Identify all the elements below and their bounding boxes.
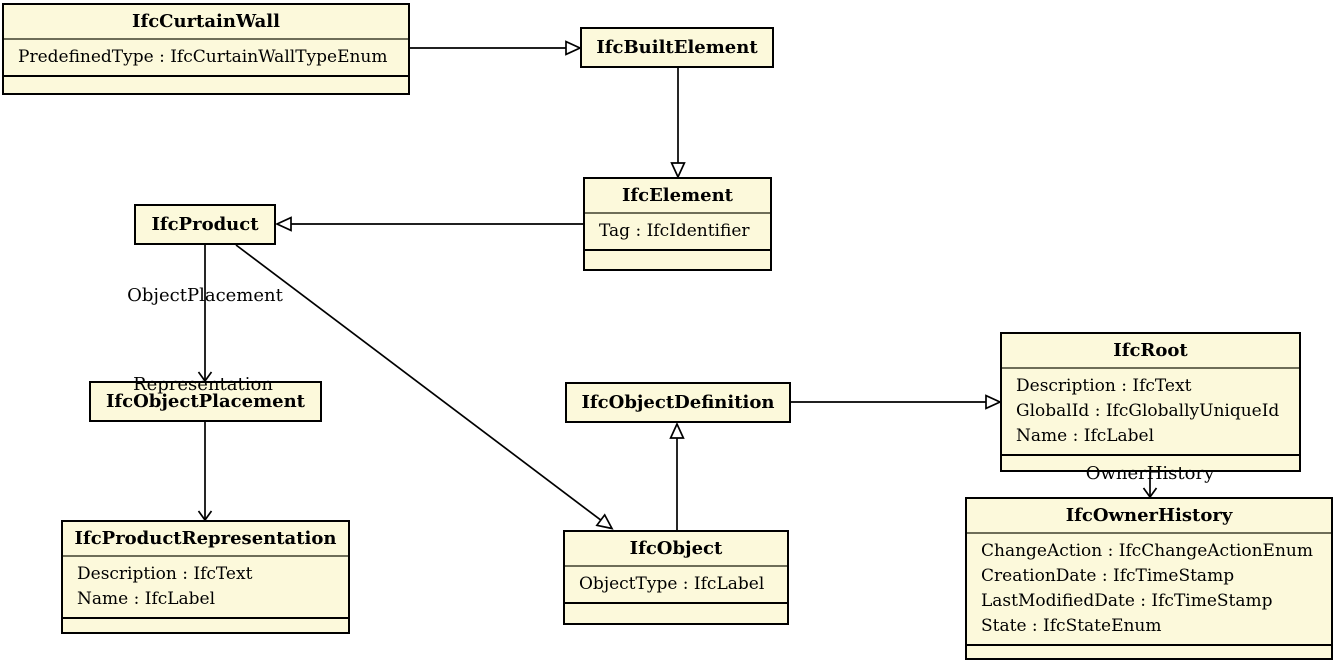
class-attributes: Tag : IfcIdentifier (585, 212, 770, 249)
class-title: IfcObject (629, 538, 723, 559)
class-title: IfcProduct (151, 214, 259, 235)
edge-generalization-objectdefinition-root (791, 394, 1003, 410)
edge-generalization-builtelement-element (670, 68, 686, 180)
class-box-ifc-curtain-wall: IfcCurtainWall PredefinedType : IfcCurta… (2, 3, 410, 95)
class-attributes: ChangeAction : IfcChangeActionEnum Creat… (967, 532, 1331, 644)
class-attribute: GlobalId : IfcGloballyUniqueId (1016, 401, 1280, 421)
class-attribute: PredefinedType : IfcCurtainWallTypeEnum (18, 47, 388, 67)
class-attribute: State : IfcStateEnum (981, 616, 1162, 636)
class-attributes: PredefinedType : IfcCurtainWallTypeEnum (4, 38, 408, 75)
edge-generalization-element-product (274, 216, 583, 232)
class-attribute: Description : IfcText (77, 564, 253, 584)
class-title: IfcProductRepresentation (74, 528, 337, 549)
edge-generalization-curtainwall-builtelement (410, 40, 583, 56)
class-title: IfcOwnerHistory (1065, 505, 1233, 526)
class-box-ifc-owner-history: IfcOwnerHistory ChangeAction : IfcChange… (965, 497, 1333, 660)
class-box-ifc-object: IfcObject ObjectType : IfcLabel (563, 530, 789, 625)
edge-label-representation: Representation (133, 374, 273, 395)
class-empty-compartment (1002, 454, 1299, 470)
class-empty-compartment (967, 644, 1331, 658)
class-empty-compartment (4, 75, 408, 93)
class-attribute: Description : IfcText (1016, 376, 1192, 396)
class-attribute: LastModifiedDate : IfcTimeStamp (981, 591, 1273, 611)
class-title: IfcRoot (1113, 340, 1188, 361)
class-attribute: ChangeAction : IfcChangeActionEnum (981, 541, 1313, 561)
class-box-ifc-built-element: IfcBuiltElement (580, 27, 774, 68)
class-empty-compartment (565, 602, 787, 623)
class-attributes: Description : IfcText Name : IfcLabel (63, 555, 348, 617)
class-attributes: Description : IfcText GlobalId : IfcGlob… (1002, 367, 1299, 454)
class-attribute: Name : IfcLabel (77, 589, 216, 609)
edge-label-owner-history: OwnerHistory (1085, 463, 1215, 484)
class-box-ifc-product-representation: IfcProductRepresentation Description : I… (61, 520, 350, 634)
class-empty-compartment (63, 617, 348, 632)
class-box-ifc-product: IfcProduct (134, 204, 276, 245)
class-title: IfcObjectDefinition (581, 392, 775, 413)
class-box-ifc-root: IfcRoot Description : IfcText GlobalId :… (1000, 332, 1301, 472)
class-attribute: Name : IfcLabel (1016, 426, 1155, 446)
class-title: IfcCurtainWall (132, 11, 280, 32)
class-attribute: ObjectType : IfcLabel (579, 574, 765, 594)
class-box-ifc-element: IfcElement Tag : IfcIdentifier (583, 177, 772, 271)
edge-generalization-object-objectdefinition (669, 421, 685, 530)
class-empty-compartment (585, 249, 770, 269)
class-attribute: Tag : IfcIdentifier (599, 221, 750, 241)
class-attribute: CreationDate : IfcTimeStamp (981, 566, 1235, 586)
edge-association-product-objectplacement (197, 245, 213, 383)
class-title: IfcElement (621, 185, 734, 206)
class-attributes: ObjectType : IfcLabel (565, 565, 787, 602)
class-title: IfcBuiltElement (596, 37, 758, 58)
edge-label-object-placement: ObjectPlacement (127, 285, 283, 306)
edge-association-product-productrepresentation (197, 422, 213, 522)
class-box-ifc-object-definition: IfcObjectDefinition (565, 382, 791, 423)
